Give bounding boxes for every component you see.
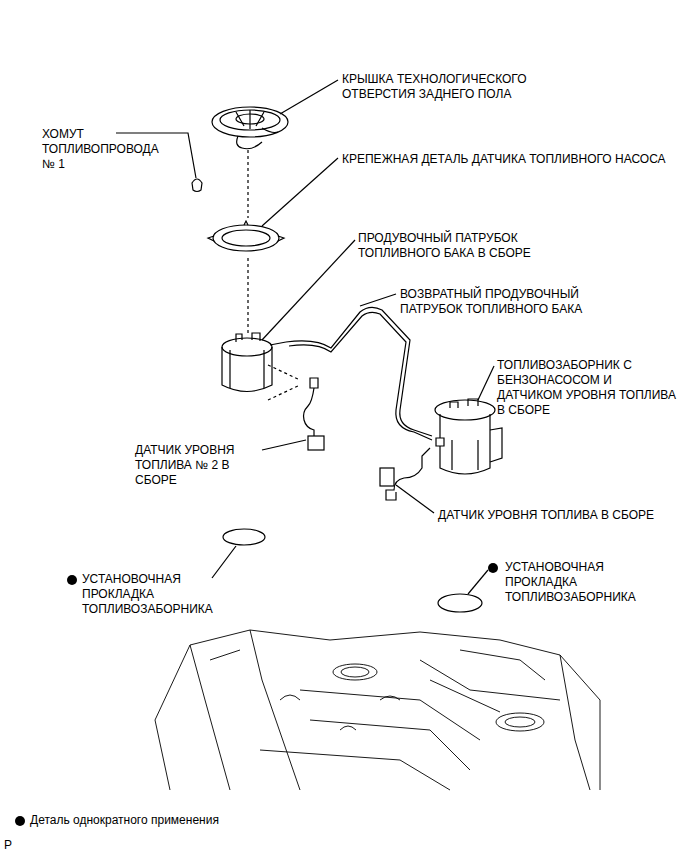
part-label: ВОЗВРАТНЫЙ ПРОДУВОЧНЫЙ ПАТРУБОК ТОПЛИВНО… — [400, 287, 640, 317]
part-label: ДАТЧИК УРОВНЯ ТОПЛИВА № 2 В СБОРЕ — [135, 443, 265, 488]
page-mark: P — [4, 838, 34, 853]
part-label: ТОПЛИВОЗАБОРНИК С БЕНЗОНАСОСОМ И ДАТЧИКО… — [497, 358, 677, 418]
part-label: КРЕПЕЖНАЯ ДЕТАЛЬ ДАТЧИКА ТОПЛИВНОГО НАСО… — [342, 152, 677, 167]
part-label: ПРОДУВОЧНЫЙ ПАТРУБОК ТОПЛИВНОГО БАКА В С… — [358, 231, 588, 261]
part-label: КРЫШКА ТЕХНОЛОГИЧЕСКОГО ОТВЕРСТИЯ ЗАДНЕГ… — [342, 72, 557, 102]
legend-text: Деталь однократного применения — [30, 813, 219, 828]
part-label: ХОМУТ ТОПЛИВОПРОВОДА № 1 — [42, 127, 162, 172]
part-label: УСТАНОВОЧНАЯ ПРОКЛАДКА ТОПЛИВОЗАБОРНИКА — [82, 572, 247, 617]
part-label: ДАТЧИК УРОВНЯ ТОПЛИВА В СБОРЕ — [438, 508, 658, 523]
part-label: УСТАНОВОЧНАЯ ПРОКЛАДКА ТОПЛИВОЗАБОРНИКА — [505, 560, 670, 605]
